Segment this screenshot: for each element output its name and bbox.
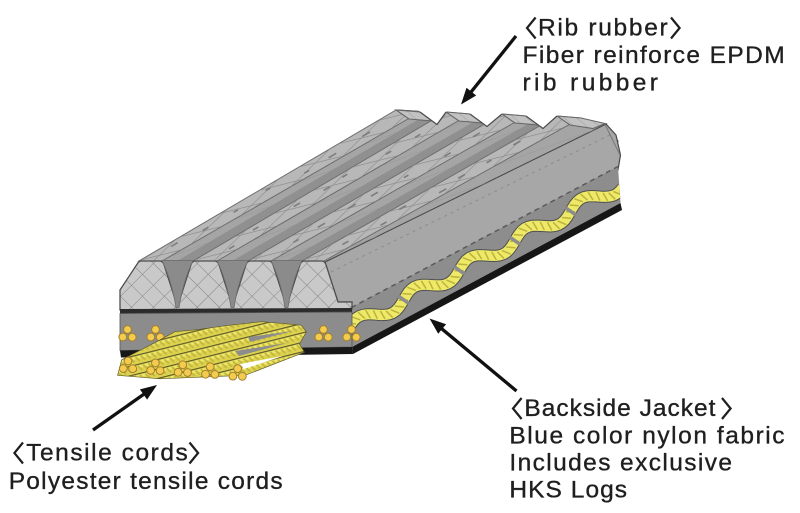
svg-text:Backside Jacket: Backside Jacket [524,395,716,422]
svg-text:HKS Logs: HKS Logs [509,477,628,504]
svg-text:Tensile cords: Tensile cords [26,440,189,467]
svg-text:Rib rubber: Rib rubber [538,15,669,42]
svg-text:rib rubber: rib rubber [523,70,662,97]
svg-text:Blue color nylon fabric: Blue color nylon fabric [509,422,786,449]
svg-text:Fiber reinforce EPDM: Fiber reinforce EPDM [523,42,787,69]
svg-text:Polyester tensile cords: Polyester tensile cords [9,468,284,495]
svg-text:Includes exclusive: Includes exclusive [509,450,733,477]
